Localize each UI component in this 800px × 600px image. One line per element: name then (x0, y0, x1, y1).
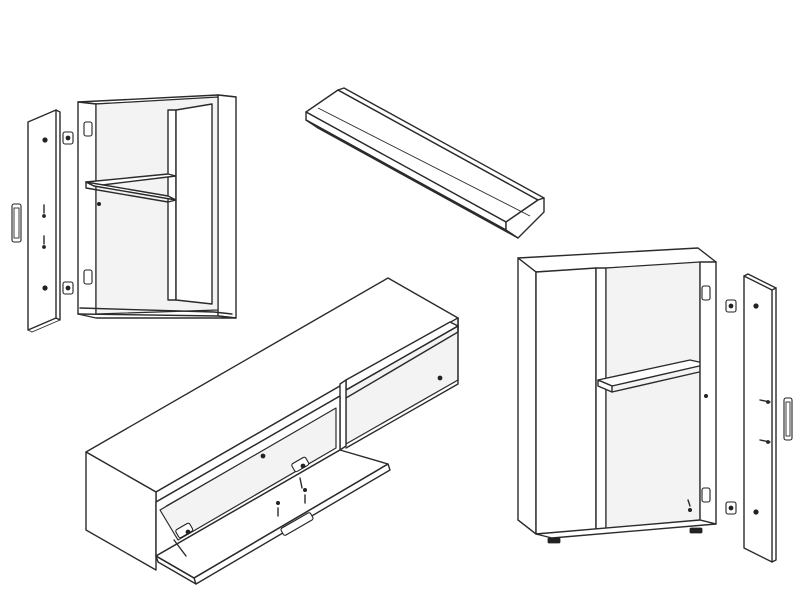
hinge-icon (62, 131, 74, 295)
screw-icon (275, 500, 280, 505)
door-handle-icon (11, 203, 22, 243)
large-cabinet-door (743, 273, 793, 563)
hinge-icon (701, 285, 711, 301)
hinge-icon (701, 487, 711, 503)
door-handle-icon (783, 397, 793, 441)
wall-cabinet-small (11, 94, 237, 333)
flap-handle-icon (280, 512, 314, 536)
screw-icon (42, 137, 48, 143)
screw-icon (42, 285, 48, 291)
tv-lowboard (85, 277, 459, 585)
screw-icon (302, 487, 307, 492)
screw-icon (437, 375, 443, 381)
small-cabinet-body (77, 94, 237, 319)
small-cabinet-door (11, 109, 61, 333)
wall-cabinet-large (517, 247, 793, 563)
flap-hinge-icon (173, 456, 310, 557)
wall-shelf (305, 87, 545, 239)
screw-icon (260, 453, 266, 459)
